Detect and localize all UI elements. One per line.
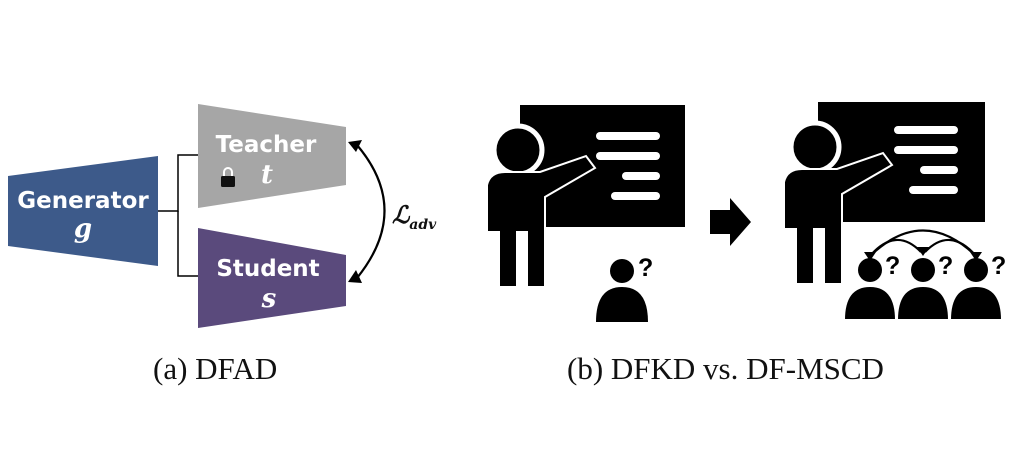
connector-line: [177, 211, 198, 277]
generator-symbol: g: [73, 214, 93, 244]
student-block: [198, 228, 346, 328]
adversarial-loss-label: ℒadv: [392, 200, 436, 233]
generator-block: [8, 156, 158, 266]
student-label: Student: [216, 256, 320, 282]
teacher-presenting-icon: [783, 102, 985, 285]
caption-a: (a) DFAD: [153, 351, 278, 386]
student-symbol: s: [261, 284, 277, 314]
peer-arrows: [869, 229, 977, 257]
generator-label: Generator: [17, 188, 149, 214]
lock-icon: [221, 167, 235, 187]
teacher-presenting-icon: [486, 105, 685, 288]
teacher-label: Teacher: [215, 132, 317, 158]
adversarial-arrow: [348, 140, 386, 283]
question-mark: ?: [885, 252, 901, 280]
student-icon: [596, 259, 648, 322]
right-arrow-icon: [710, 198, 751, 246]
caption-b: (b) DFKD vs. DF-MSCD: [567, 351, 884, 386]
peer-arrowheads: [864, 247, 982, 261]
student-group-icon: [842, 258, 1004, 321]
loss-symbol: ℒ: [392, 200, 410, 229]
board-icon: [520, 105, 685, 227]
board-icon: [818, 102, 985, 222]
question-mark: ?: [938, 252, 954, 280]
connector-line: [158, 154, 198, 212]
teacher-symbol: t: [260, 160, 273, 190]
loss-subscript: adv: [409, 216, 437, 233]
question-mark: ?: [638, 254, 654, 282]
question-mark: ?: [991, 252, 1007, 280]
